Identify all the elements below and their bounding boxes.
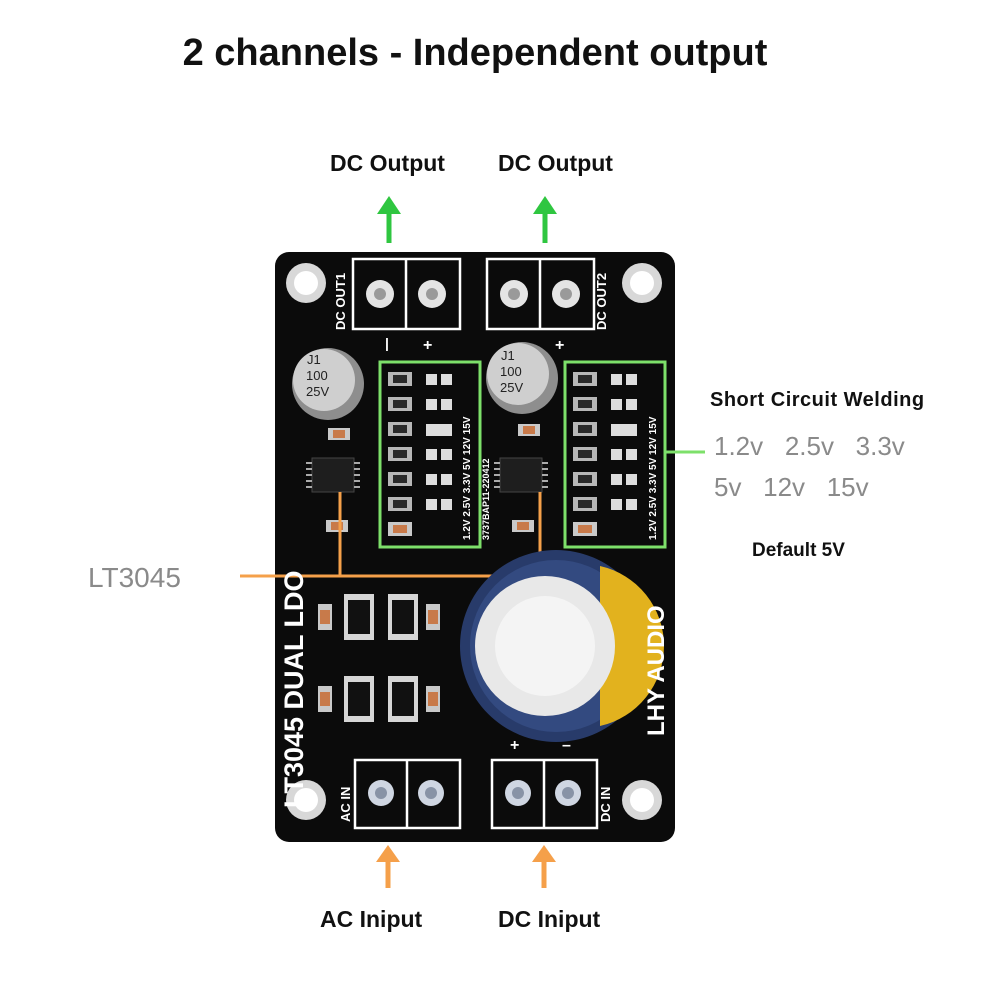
silk-voltages-1: 1.2V 2.5V 3.3V 5V 12V 15V — [462, 416, 473, 540]
silk-serial: 3737BAP11-220412 — [481, 458, 491, 540]
page-title: 2 channels - Independent output — [182, 32, 768, 74]
default-voltage-label: Default 5V — [752, 540, 845, 561]
ac-input-label: AC Iniput — [320, 906, 423, 932]
input-arrow-dc — [532, 845, 556, 888]
short-circuit-welding-label: Short Circuit Welding — [710, 389, 925, 411]
voltage-options-row2: 5v 12v 15v — [714, 472, 869, 502]
svg-text:+: + — [423, 337, 432, 354]
lt3045-chip-1 — [306, 457, 360, 493]
main-capacitor — [460, 550, 665, 742]
svg-text:25V: 25V — [306, 384, 329, 399]
capacitor-left: J1 100 25V — [292, 348, 364, 420]
svg-text:25V: 25V — [500, 380, 523, 395]
terminal-dc-in — [490, 758, 599, 830]
svg-text:–: – — [562, 737, 571, 754]
terminal-ac-in — [353, 758, 462, 830]
terminal-out1 — [351, 257, 462, 331]
mounting-holes — [286, 263, 662, 820]
resistor-array-2 — [573, 372, 637, 536]
dc-input-label: DC Iniput — [498, 906, 601, 932]
board-name: LT3045 DUAL LDO — [279, 570, 309, 808]
voltage-select-box-1 — [378, 360, 482, 549]
board-brand: LHY AUDIO — [643, 605, 670, 736]
svg-text:J1: J1 — [501, 348, 515, 363]
dc-output-2-label: DC Output — [498, 150, 613, 176]
input-arrow-ac — [376, 845, 400, 888]
terminal-out2 — [485, 257, 596, 331]
silk-ac-in: AC IN — [338, 787, 353, 822]
svg-text:|: | — [385, 335, 389, 351]
lt3045-label: LT3045 — [88, 562, 181, 593]
silk-out1: DC OUT1 — [333, 273, 348, 330]
lt3045-chip-2 — [494, 457, 548, 493]
svg-text:J1: J1 — [307, 352, 321, 367]
voltage-select-box-2 — [563, 360, 667, 549]
svg-text:100: 100 — [306, 368, 328, 383]
voltage-options-row1: 1.2v 2.5v 3.3v — [714, 431, 905, 461]
svg-text:100: 100 — [500, 364, 522, 379]
silk-dc-in: DC IN — [598, 787, 613, 822]
svg-text:+: + — [510, 737, 519, 754]
dc-output-1-label: DC Output — [330, 150, 445, 176]
silk-out2: DC OUT2 — [594, 273, 609, 330]
silk-voltages-2: 1.2V 2.5V 3.3V 5V 12V 15V — [648, 416, 659, 540]
resistor-array-1 — [388, 372, 452, 536]
output-arrow-1 — [377, 196, 401, 243]
smd-components — [318, 424, 540, 722]
output-arrow-2 — [533, 196, 557, 243]
svg-text:+: + — [555, 337, 564, 354]
capacitor-right: J1 100 25V — [486, 342, 558, 414]
